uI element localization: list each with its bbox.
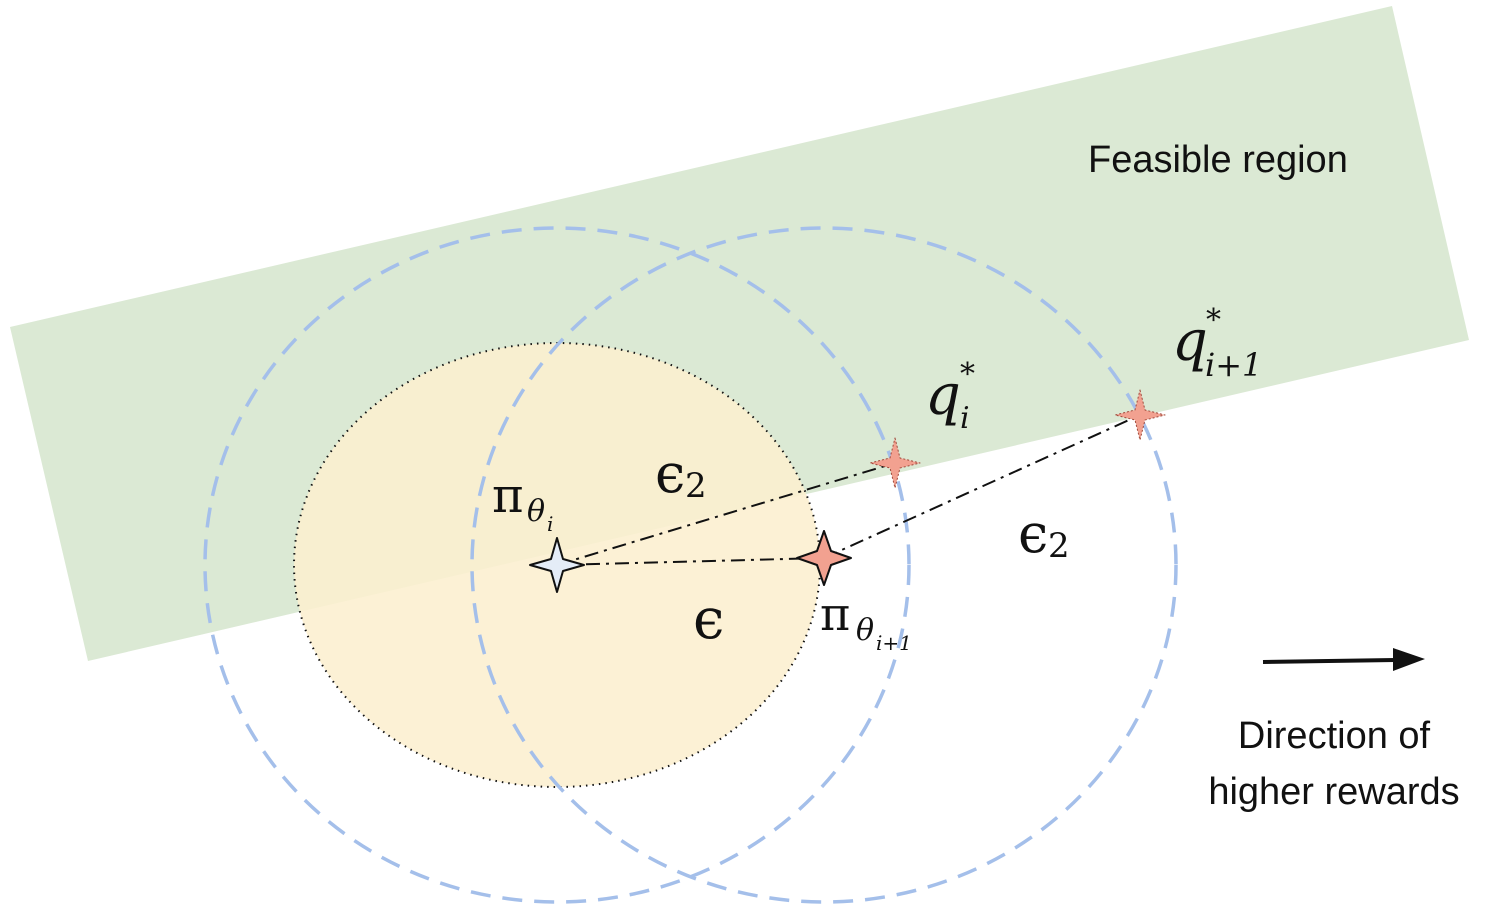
direction-arrow <box>1262 658 1396 664</box>
epsilon-label: ϵ <box>693 587 724 652</box>
svg-text:i: i <box>547 512 553 536</box>
svg-text:*: * <box>960 357 975 392</box>
svg-text:π: π <box>492 468 524 524</box>
qi1-label: q * i+1 <box>1172 303 1262 384</box>
next-policy-label: π θ i+1 <box>820 587 912 655</box>
epsilon2-label-right: ϵ 2 <box>1018 502 1070 566</box>
svg-text:2: 2 <box>1048 526 1070 566</box>
qi-label: q * i <box>925 357 975 436</box>
feasible-region-label: Feasible region <box>1088 139 1348 181</box>
qi-star-marker <box>869 437 921 489</box>
svg-text:ϵ: ϵ <box>655 442 685 505</box>
current-policy-label: π θ i <box>492 468 553 536</box>
next-policy-star-marker <box>796 530 852 586</box>
svg-text:θ: θ <box>856 613 874 648</box>
epsilon2-circle-next <box>470 226 1178 904</box>
direction-label-line2: higher rewards <box>1208 771 1459 813</box>
svg-text:q: q <box>925 363 961 428</box>
epsilon2-circle-current <box>203 226 911 904</box>
svg-text:ϵ: ϵ <box>1018 502 1048 565</box>
svg-text:i: i <box>960 401 970 436</box>
qi1-star-marker <box>1114 389 1166 441</box>
svg-text:π: π <box>820 587 850 641</box>
svg-text:i+1: i+1 <box>1205 346 1262 384</box>
current-policy-star-marker <box>529 537 585 593</box>
svg-text:q: q <box>1172 309 1208 374</box>
svg-text:i+1: i+1 <box>876 631 912 655</box>
direction-arrowhead <box>1393 648 1425 671</box>
svg-text:*: * <box>1206 303 1221 338</box>
line-current-to-qi <box>556 462 896 566</box>
svg-text:2: 2 <box>685 466 707 506</box>
svg-text:θ: θ <box>527 494 545 529</box>
direction-label-line1: Direction of <box>1238 715 1431 757</box>
epsilon2-label-upper: ϵ 2 <box>655 442 707 506</box>
